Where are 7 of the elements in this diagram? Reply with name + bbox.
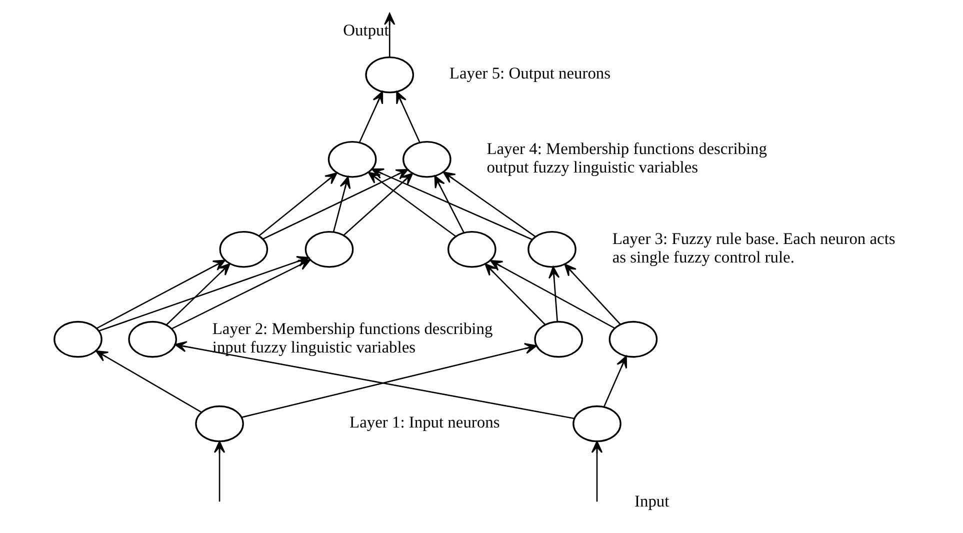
- edge-label: Output: [343, 20, 389, 40]
- label: Layer 2: Membership functions describing input fuzzy linguistic variables: [212, 318, 493, 356]
- label: Layer 3: Fuzzy rule base. Each neuron acts as single fuzzy control rule.: [612, 228, 896, 267]
- label: Layer 4: Membership functions describing output fuzzy linguistic variables: [486, 138, 767, 177]
- label: Layer 5: Output neurons: [449, 64, 611, 83]
- label: Input: [634, 492, 670, 511]
- label: Layer 1: Input neurons: [350, 412, 500, 432]
